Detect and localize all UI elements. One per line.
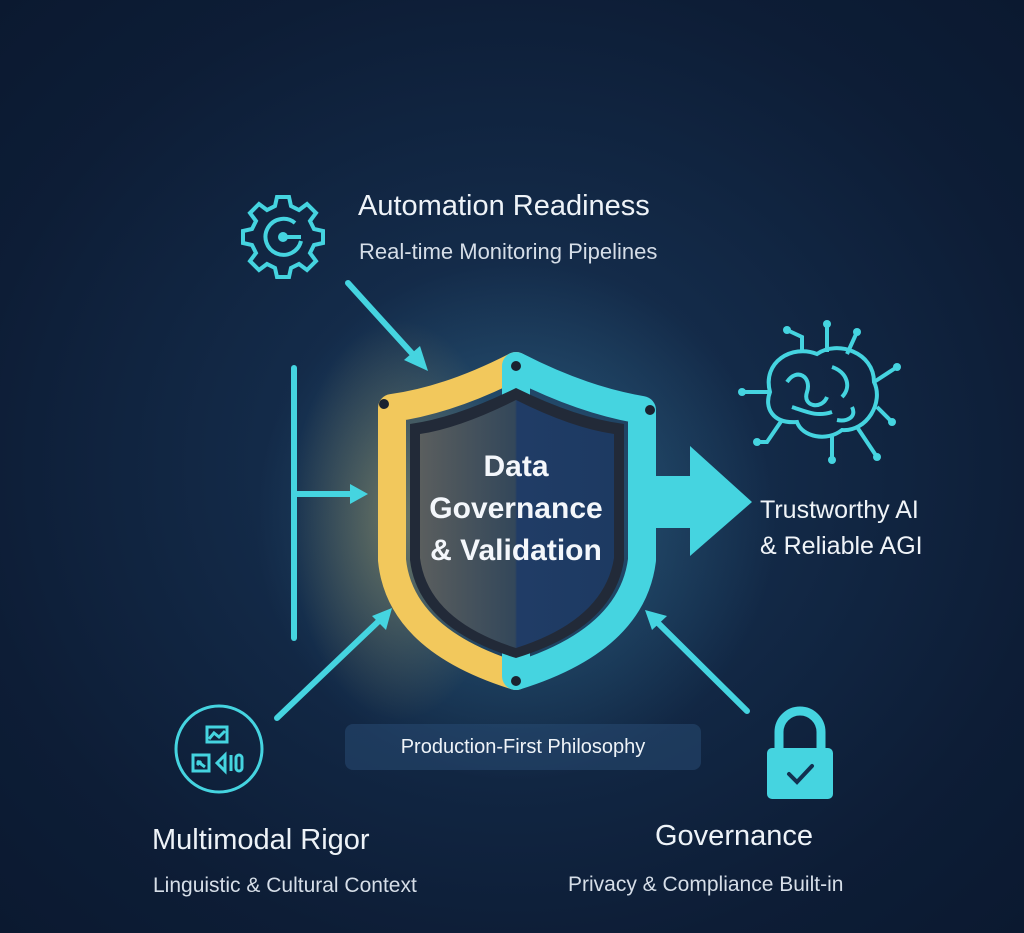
governance-title: Governance [655,820,813,852]
connector-arrows [274,280,750,721]
output-arrow [655,446,752,556]
center-label: Data Governance & Validation [396,446,636,572]
brain-circuit-icon [738,320,901,464]
automation-title: Automation Readiness [358,190,650,222]
arrowhead [404,346,428,371]
shield-icon [378,352,656,690]
arrowhead [645,610,667,630]
output-line-1: Trustworthy AI [760,496,919,524]
center-line-1: Data [483,450,549,483]
center-line-2: Governance [429,492,603,525]
arrowhead [350,484,368,504]
governance-subtitle: Privacy & Compliance Built-in [568,873,844,896]
multimodal-subtitle: Linguistic & Cultural Context [153,874,417,897]
output-label: Trustworthy AI & Reliable AGI [760,492,923,564]
multimodal-title: Multimodal Rigor [152,824,370,856]
center-line-3: & Validation [430,534,602,567]
gear-icon [241,195,325,279]
media-circle-icon [174,704,264,794]
philosophy-badge: Production-First Philosophy [345,724,701,770]
output-line-2: & Reliable AGI [760,532,923,560]
arrowhead [372,608,392,630]
automation-subtitle: Real-time Monitoring Pipelines [359,239,658,264]
lock-check-icon [767,706,833,799]
